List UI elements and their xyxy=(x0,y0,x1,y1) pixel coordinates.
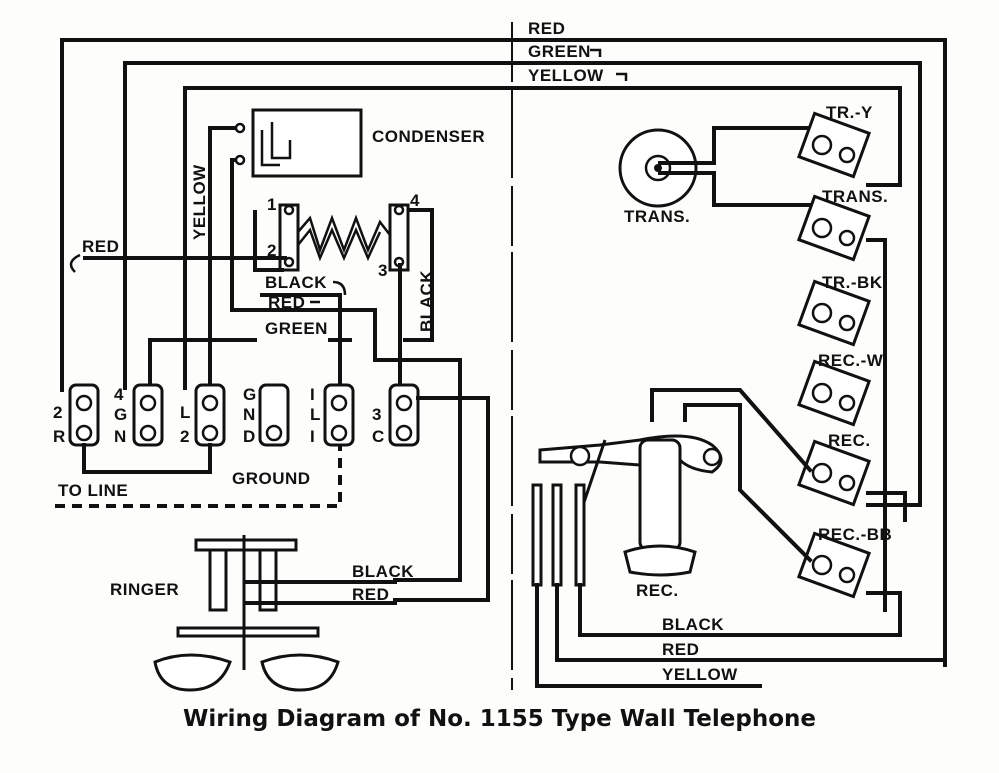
svg-text:R: R xyxy=(53,427,66,446)
receiver: REC. xyxy=(623,438,697,600)
ground-wiring: GROUND xyxy=(232,469,311,488)
terminal-rec: REC. xyxy=(796,431,872,507)
svg-text:REC.-W: REC.-W xyxy=(818,351,884,370)
svg-text:G: G xyxy=(243,385,257,404)
svg-text:TRANS.: TRANS. xyxy=(624,207,690,226)
binding-post-2R: 2 R xyxy=(53,383,100,447)
svg-text:TRANS.: TRANS. xyxy=(822,187,888,206)
induction-coil: 1 2 3 4 xyxy=(253,191,434,342)
svg-text:G: G xyxy=(114,405,128,424)
transmitter: TRANS. xyxy=(618,126,812,226)
diagram-caption: Wiring Diagram of No. 1155 Type Wall Tel… xyxy=(183,706,816,732)
red-left-wire: RED xyxy=(69,237,287,273)
svg-text:YELLOW: YELLOW xyxy=(662,665,738,684)
svg-text:RED: RED xyxy=(82,237,119,256)
terminal-tr-bk: TR.-BK xyxy=(796,273,883,347)
svg-text:RED: RED xyxy=(662,640,699,659)
terminal-tr-y: TR.-Y xyxy=(796,103,873,179)
bottom-wire-black: BLACK xyxy=(578,583,902,637)
bottom-wire-red: RED xyxy=(555,583,947,662)
svg-text:N: N xyxy=(114,427,127,446)
receiver-hook xyxy=(538,434,723,521)
svg-text:2: 2 xyxy=(180,427,190,446)
svg-text:D: D xyxy=(243,427,256,446)
svg-text:YELLOW: YELLOW xyxy=(528,66,604,85)
svg-text:YELLOW: YELLOW xyxy=(190,164,209,240)
svg-text:REC.-BB: REC.-BB xyxy=(818,525,892,544)
svg-text:4: 4 xyxy=(114,385,124,404)
red-coil-label: RED xyxy=(268,293,305,312)
terminal-rec-w: REC.-W xyxy=(796,351,884,427)
svg-text:L: L xyxy=(180,403,191,422)
svg-text:2: 2 xyxy=(53,403,63,422)
svg-text:REC.: REC. xyxy=(636,581,679,600)
black-coil-wire xyxy=(260,293,342,392)
svg-text:3: 3 xyxy=(372,405,382,424)
svg-text:RED: RED xyxy=(528,19,565,38)
svg-text:I: I xyxy=(310,427,315,446)
svg-text:REC.: REC. xyxy=(828,431,871,450)
svg-text:TR.-BK: TR.-BK xyxy=(822,273,883,292)
binding-post-GND: G N D xyxy=(243,383,290,447)
svg-text:TR.-Y: TR.-Y xyxy=(826,103,873,122)
condenser: CONDENSER xyxy=(251,108,485,178)
green-coil-label: GREEN xyxy=(265,319,328,338)
svg-text:N: N xyxy=(243,405,256,424)
svg-text:I: I xyxy=(310,385,315,404)
condenser-lower-wire xyxy=(230,158,462,582)
terminal-rec-bb: REC.-BB xyxy=(796,525,892,599)
svg-text:GROUND: GROUND xyxy=(232,469,311,488)
svg-text:4: 4 xyxy=(410,191,420,210)
svg-text:GREEN: GREEN xyxy=(528,42,591,61)
top-wire-red: RED xyxy=(60,19,947,667)
binding-post-3C: 3 C xyxy=(372,383,490,602)
svg-text:TO LINE: TO LINE xyxy=(58,481,128,500)
svg-text:RINGER: RINGER xyxy=(110,580,179,599)
terminal-trans: TRANS. xyxy=(796,187,888,262)
svg-text:RED: RED xyxy=(352,585,389,604)
svg-text:C: C xyxy=(372,427,385,446)
black-vertical-label: BLACK xyxy=(417,270,436,332)
svg-text:3: 3 xyxy=(378,261,388,280)
binding-post-L2: L 2 xyxy=(180,383,226,447)
svg-text:L: L xyxy=(310,405,321,424)
yellow-vertical-wire: YELLOW xyxy=(190,122,246,392)
binding-post-ILI: I L I xyxy=(310,383,355,447)
top-wire-yellow: YELLOW xyxy=(183,66,902,390)
svg-text:1: 1 xyxy=(267,195,277,214)
svg-text:BLACK: BLACK xyxy=(662,615,724,634)
svg-text:BLACK: BLACK xyxy=(352,562,414,581)
binding-post-4GN: 4 G N xyxy=(114,383,164,447)
svg-text:CONDENSER: CONDENSER xyxy=(372,127,485,146)
top-wire-green: GREEN xyxy=(123,42,922,507)
bottom-wire-yellow: YELLOW xyxy=(535,583,762,688)
svg-text:2: 2 xyxy=(267,241,277,260)
to-line-wiring: TO LINE xyxy=(55,443,342,508)
hook-switch-springs xyxy=(531,483,586,587)
black-coil-label: BLACK xyxy=(265,273,327,292)
green-coil-wire xyxy=(148,338,257,392)
ringer: RINGER BLACK RED xyxy=(110,535,414,692)
